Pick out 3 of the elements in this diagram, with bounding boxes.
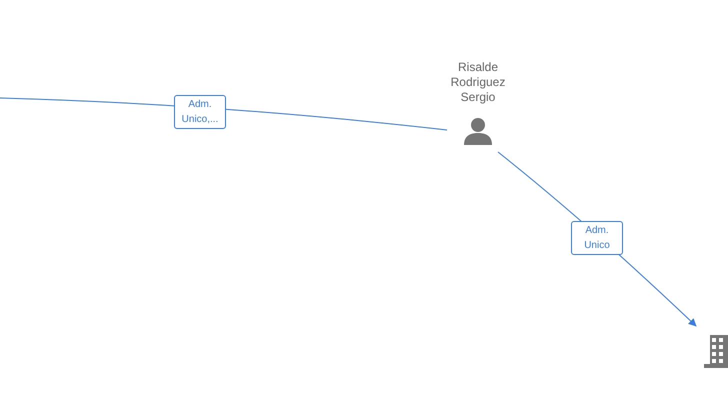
person-name: Risalde Rodriguez Sergio <box>450 60 506 105</box>
edge-label: Adm. Unico <box>571 221 623 255</box>
edge-label: Adm. Unico,... <box>174 95 226 129</box>
